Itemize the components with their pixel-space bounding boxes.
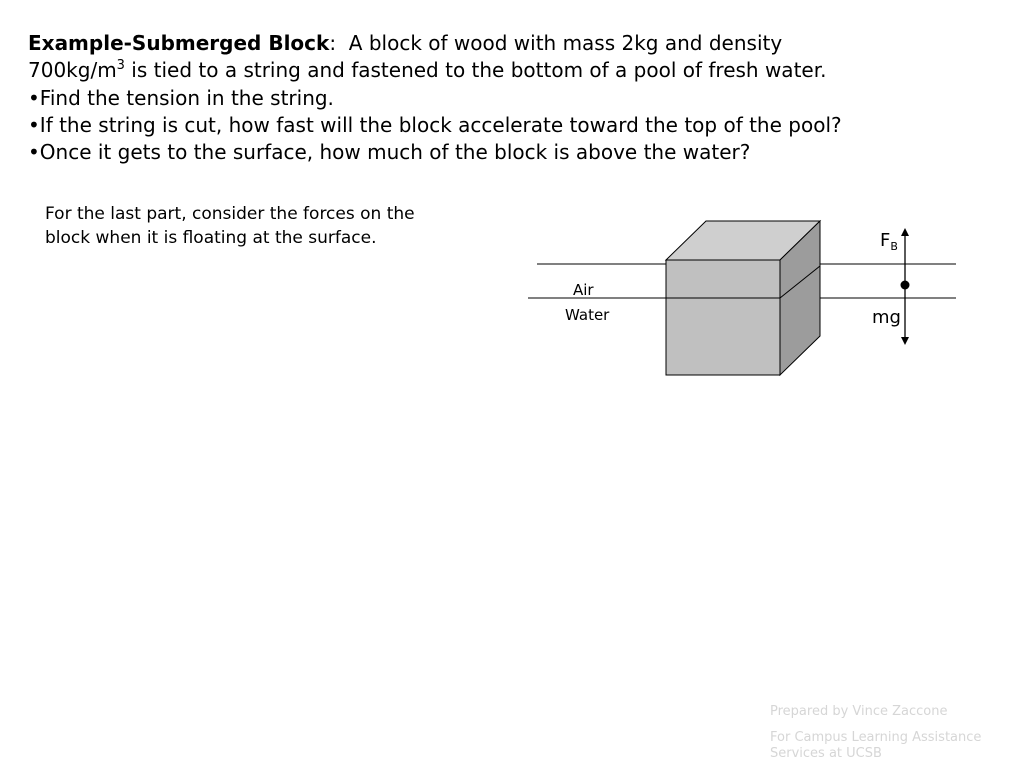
intro-superscript: 3 bbox=[116, 57, 125, 73]
label-buoyant-force: FB bbox=[880, 230, 898, 253]
problem-title: Example-Submerged Block bbox=[28, 31, 330, 55]
intro-text-1: A block of wood with mass 2kg and densit… bbox=[336, 31, 783, 55]
footer-affiliation: For Campus Learning Assistance Services … bbox=[770, 730, 1024, 762]
problem-intro-line-1: Example-Submerged Block: A block of wood… bbox=[28, 30, 1008, 57]
intro-text-2: 700kg/m bbox=[28, 58, 117, 83]
hint-line: For the last part, consider the forces o… bbox=[45, 204, 415, 224]
question-bullet: •Once it gets to the surface, how much o… bbox=[28, 140, 751, 165]
label-water: Water bbox=[565, 306, 610, 324]
question-bullet: •Find the tension in the string. bbox=[28, 85, 334, 110]
hint-text: For the last part, consider the forces o… bbox=[45, 203, 505, 250]
center-of-mass-dot bbox=[900, 280, 910, 290]
footer-affiliation-line: Services at UCSB bbox=[770, 746, 882, 761]
label-weight-force: mg bbox=[872, 307, 901, 328]
title-colon: : bbox=[329, 31, 337, 55]
block-side-waterline bbox=[779, 265, 821, 299]
problem-statement: Example-Submerged Block: A block of wood… bbox=[28, 30, 1008, 166]
label-air: Air bbox=[573, 281, 594, 299]
intro-text-3: is tied to a string and fastened to the … bbox=[124, 58, 827, 83]
problem-intro-line-2: 700kg/m3 is tied to a string and fastene… bbox=[28, 57, 1008, 84]
footer-credit: Prepared by Vince Zaccone bbox=[770, 704, 948, 719]
hint-line: block when it is floating at the surface… bbox=[45, 227, 377, 248]
block-front-face bbox=[665, 259, 781, 376]
question-bullet: •If the string is cut, how fast will the… bbox=[28, 112, 842, 137]
footer-affiliation-line: For Campus Learning Assistance bbox=[770, 730, 982, 745]
buoyant-force-subscript: B bbox=[890, 240, 898, 253]
buoyant-force-letter: F bbox=[880, 230, 890, 251]
